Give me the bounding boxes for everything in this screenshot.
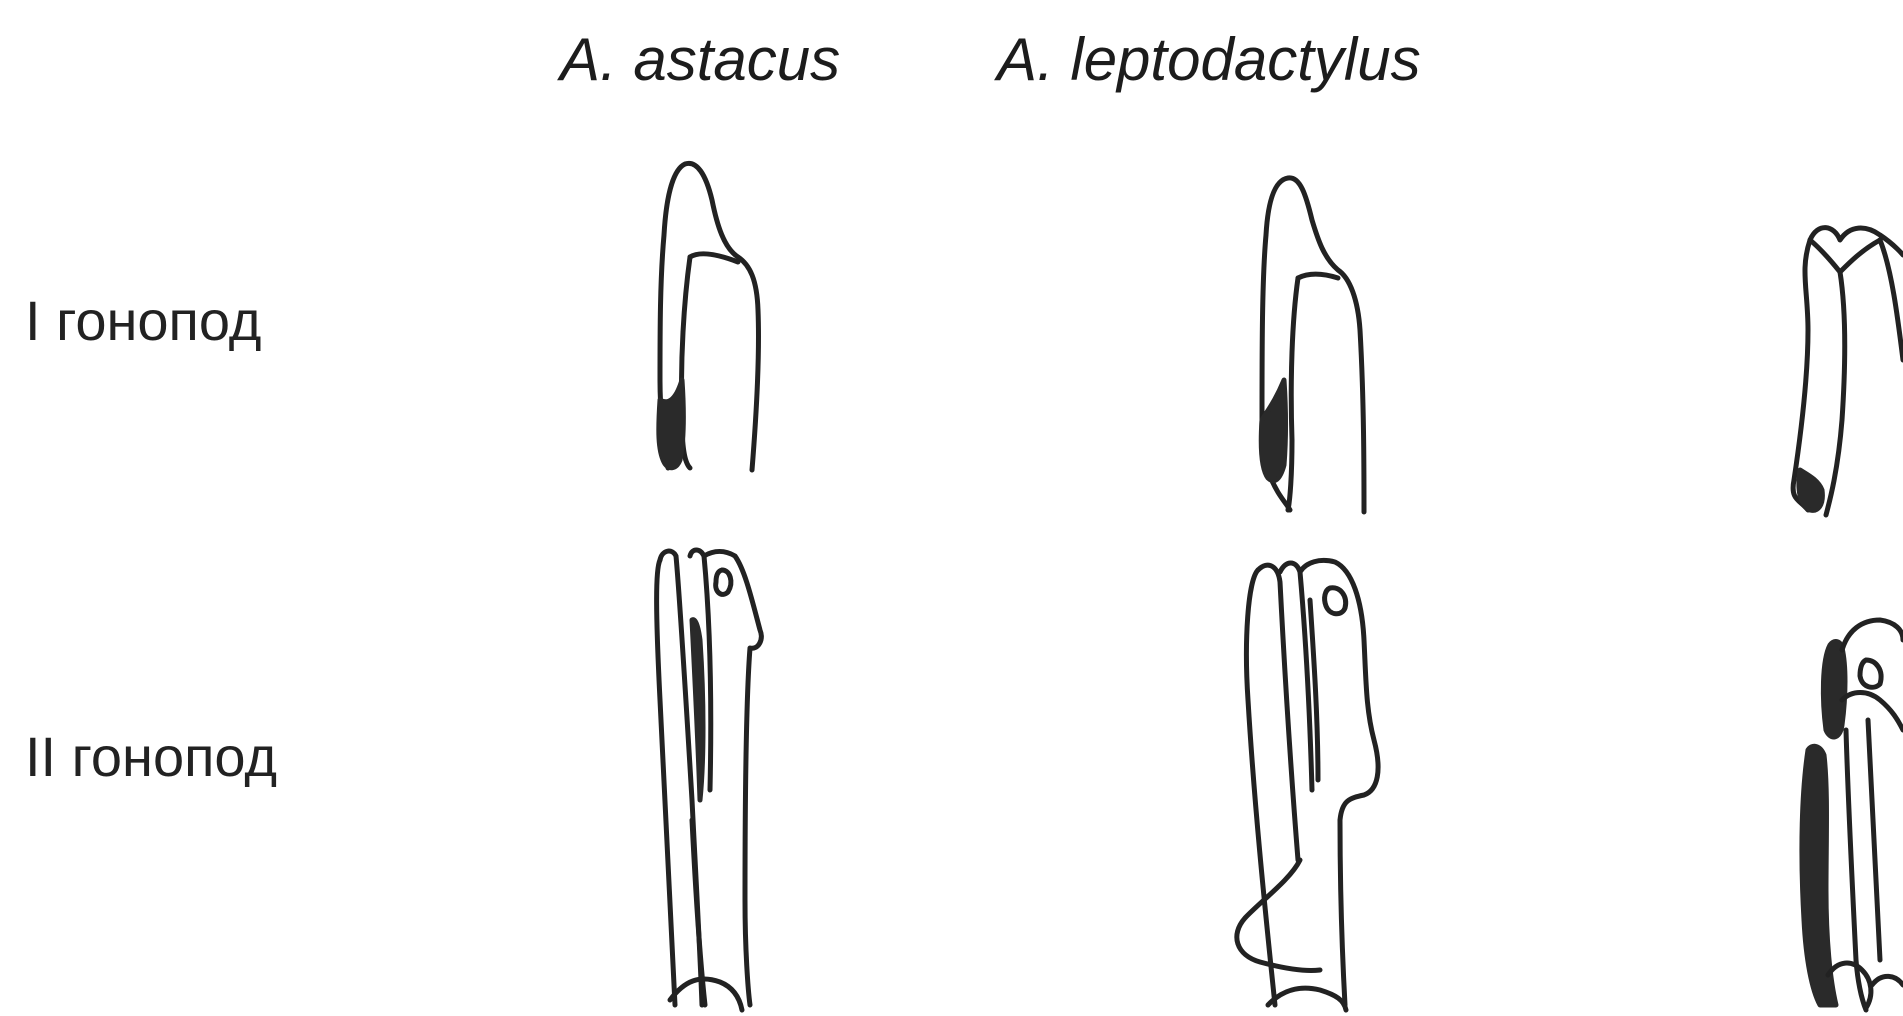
leptodactylus-gonopod-1-drawing bbox=[1261, 178, 1364, 512]
third-species-gonopod-1-drawing bbox=[1793, 228, 1903, 515]
astacus-gonopod-2-drawing bbox=[657, 550, 762, 1010]
leptodactylus-gonopod-2-drawing bbox=[1237, 560, 1378, 1010]
third-species-gonopod-2-drawing bbox=[1802, 620, 1903, 1010]
astacus-gonopod-1-drawing bbox=[659, 163, 759, 470]
